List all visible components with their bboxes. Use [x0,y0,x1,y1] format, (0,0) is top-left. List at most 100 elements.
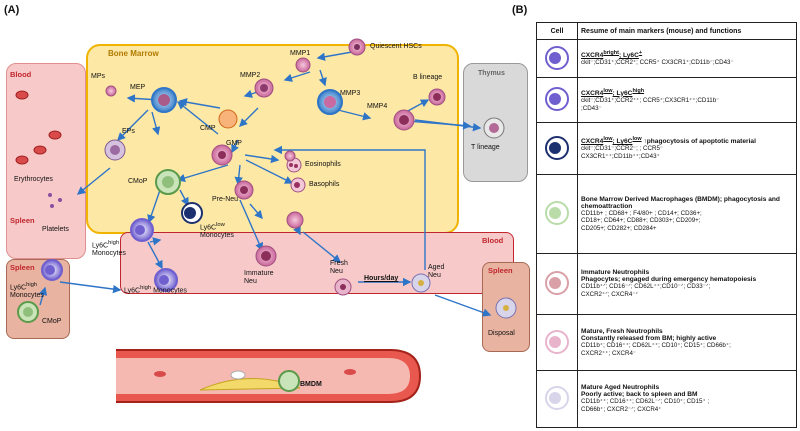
panel-b-label: (B) [512,4,528,16]
cell-icon [545,201,569,226]
cell-immature-neu [255,245,277,267]
label-mmp4: MMP4 [367,103,388,110]
marker-line: CD205+; CD282+; CD284+ [581,225,657,233]
label-t-lineage: T lineage [471,144,500,151]
cell-cmop-spleen [17,301,39,323]
table-row: Bone Marrow Derived Macrophages (BMDM); … [536,174,797,255]
label-mmp2: MMP2 [240,72,261,79]
table-row: CXCR4bright; Ly6C+ckit⁻;CD31⁺;CCR2⁺; CCR… [536,38,797,79]
header-resume: Resume of main markers (mouse) and funct… [577,22,797,40]
label-cmop-spleen: CMoP [42,318,62,325]
spleen-bottom-left-label: Spleen [10,263,35,272]
cell-description: Bone Marrow Derived Macrophages (BMDM); … [577,174,797,255]
cell-image [536,313,578,372]
cell-icon [545,135,569,160]
cell-icon [545,329,569,354]
cell-b-lineage [428,88,446,106]
lineage-arrows [38,51,492,317]
label-pre-neu: Pre-Neu [212,196,239,203]
label-gmp: GMP [226,140,242,147]
cell-image [536,121,578,176]
cell-ly6chigh-mono-lower [154,268,178,292]
label-eosinophils: Eosinophils [305,161,341,168]
cell-icon [545,45,569,70]
cell-basophils [290,177,306,193]
label-cmp: CMP [200,125,216,132]
marker-line: CD11b⁺; CD16⁺⁺; CD62L⁺⁺; CD10⁺; CD15⁺; C… [581,341,731,349]
cell-icon [545,87,569,112]
row-title: Mature, Fresh Neutrophils [581,327,663,335]
marker-line: ckit⁻;CD31⁺;CCR2⁺; CCR5⁺ CX3CR1⁺;CD11b⁻;… [581,59,734,67]
label-aged-neu: Aged Neu [428,264,445,279]
cell-cmp [218,109,238,129]
thymus-label: Thymus [478,70,505,77]
cell-image [536,77,578,123]
cell-gmp [211,144,233,166]
label-basophils: Basophils [309,181,340,188]
table-header-row: Cell Resume of main markers (mouse) and … [536,22,797,40]
cell-cmop [155,169,181,195]
table-row: CXCR4low; Ly6Clow ↑phagocytosis of apopt… [536,121,797,176]
label-fresh-neu: Fresh Neu [330,260,348,275]
row-title: CXCR4bright; Ly6C+ [581,50,643,60]
blood-vessel-illustration [116,349,422,403]
cell-mep [151,87,177,113]
cell-eosinophils [286,157,302,173]
marker-line: CXCR2⁺ᐟ; CXCR4⁻ᐟ [581,291,639,298]
cell-ly6clow-mono [181,202,203,224]
label-cmop: CMoP [128,178,148,185]
cell-mmp3 [317,89,343,115]
cell-erythrocytes [15,90,62,165]
marker-line: CD11b⁺⁺; CD16⁺⁺; CD62L⁻ᐟ; CD10⁺; CD15⁺ ; [581,398,710,406]
marker-line: ;CD43⁻ [581,104,602,112]
marker-line: CX3CR1⁺⁺;CD11b⁺⁺;CD43⁺ [581,153,660,161]
cell-fresh-neu [334,278,352,296]
cell-icon [545,386,569,411]
row-title: Mature Aged Neutrophils [581,384,660,392]
row-title: CXCR4low; Ly6Chigh [581,87,645,97]
cell-icon [545,271,569,295]
cell-ly6clow-mono-top [284,150,296,162]
cell-platelets [48,193,62,208]
label-immature-neu: Immature Neu [244,270,274,285]
cell-image [536,174,578,255]
cell-mmp2 [254,78,274,98]
label-ly6chigh-mono-lower: Ly6Chigh Monocytes [124,285,187,295]
label-mep: MEP [130,84,146,91]
cell-mmp1 [295,57,311,73]
label-mps: MPs [91,73,105,80]
cell-mps [105,85,117,97]
bone-marrow-region [86,44,459,234]
row-title: Immature Neutrophils [581,269,650,277]
label-eps: EPs [122,128,135,135]
cell-pre-neu [234,180,254,200]
row-subtitle: Poorly active; back to spleen and BM [581,391,698,399]
cell-description: CXCR4low; Ly6Clow ↑phagocytosis of apopt… [577,121,797,176]
cell-disposal [495,297,517,319]
label-disposal: Disposal [488,330,515,337]
header-cell: Cell [536,22,578,40]
row-title: CXCR4low; Ly6Clow ↑phagocytosis of apopt… [581,136,756,146]
marker-line: CD66b⁺; CXCR2⁻ᐟ; CXCR4⁺ [581,406,662,414]
row-subtitle: Phagocytes; engaged during emergency hem… [581,276,757,284]
blood-center-region [120,232,514,294]
spleen-right-label: Spleen [488,266,513,275]
cell-pre-neu-2 [286,211,304,229]
spleen-left-label: Spleen [10,216,35,225]
bone-marrow-label: Bone Marrow [108,49,159,58]
row-title: Bone Marrow Derived Macrophages (BMDM); … [581,195,780,210]
cell-image [536,370,578,428]
cell-mmp4 [393,109,415,131]
label-b-lineage: B lineage [413,74,443,81]
label-quiescent-hscs: Quiescent HSCs [370,43,422,50]
label-platelets: Platelets [42,226,69,233]
marker-line: CD11b⁺ᐟ; CD16⁻ᐟ; CD62L⁺⁺;CD10⁻ᐟ; CD33⁻ᐟ; [581,283,711,291]
